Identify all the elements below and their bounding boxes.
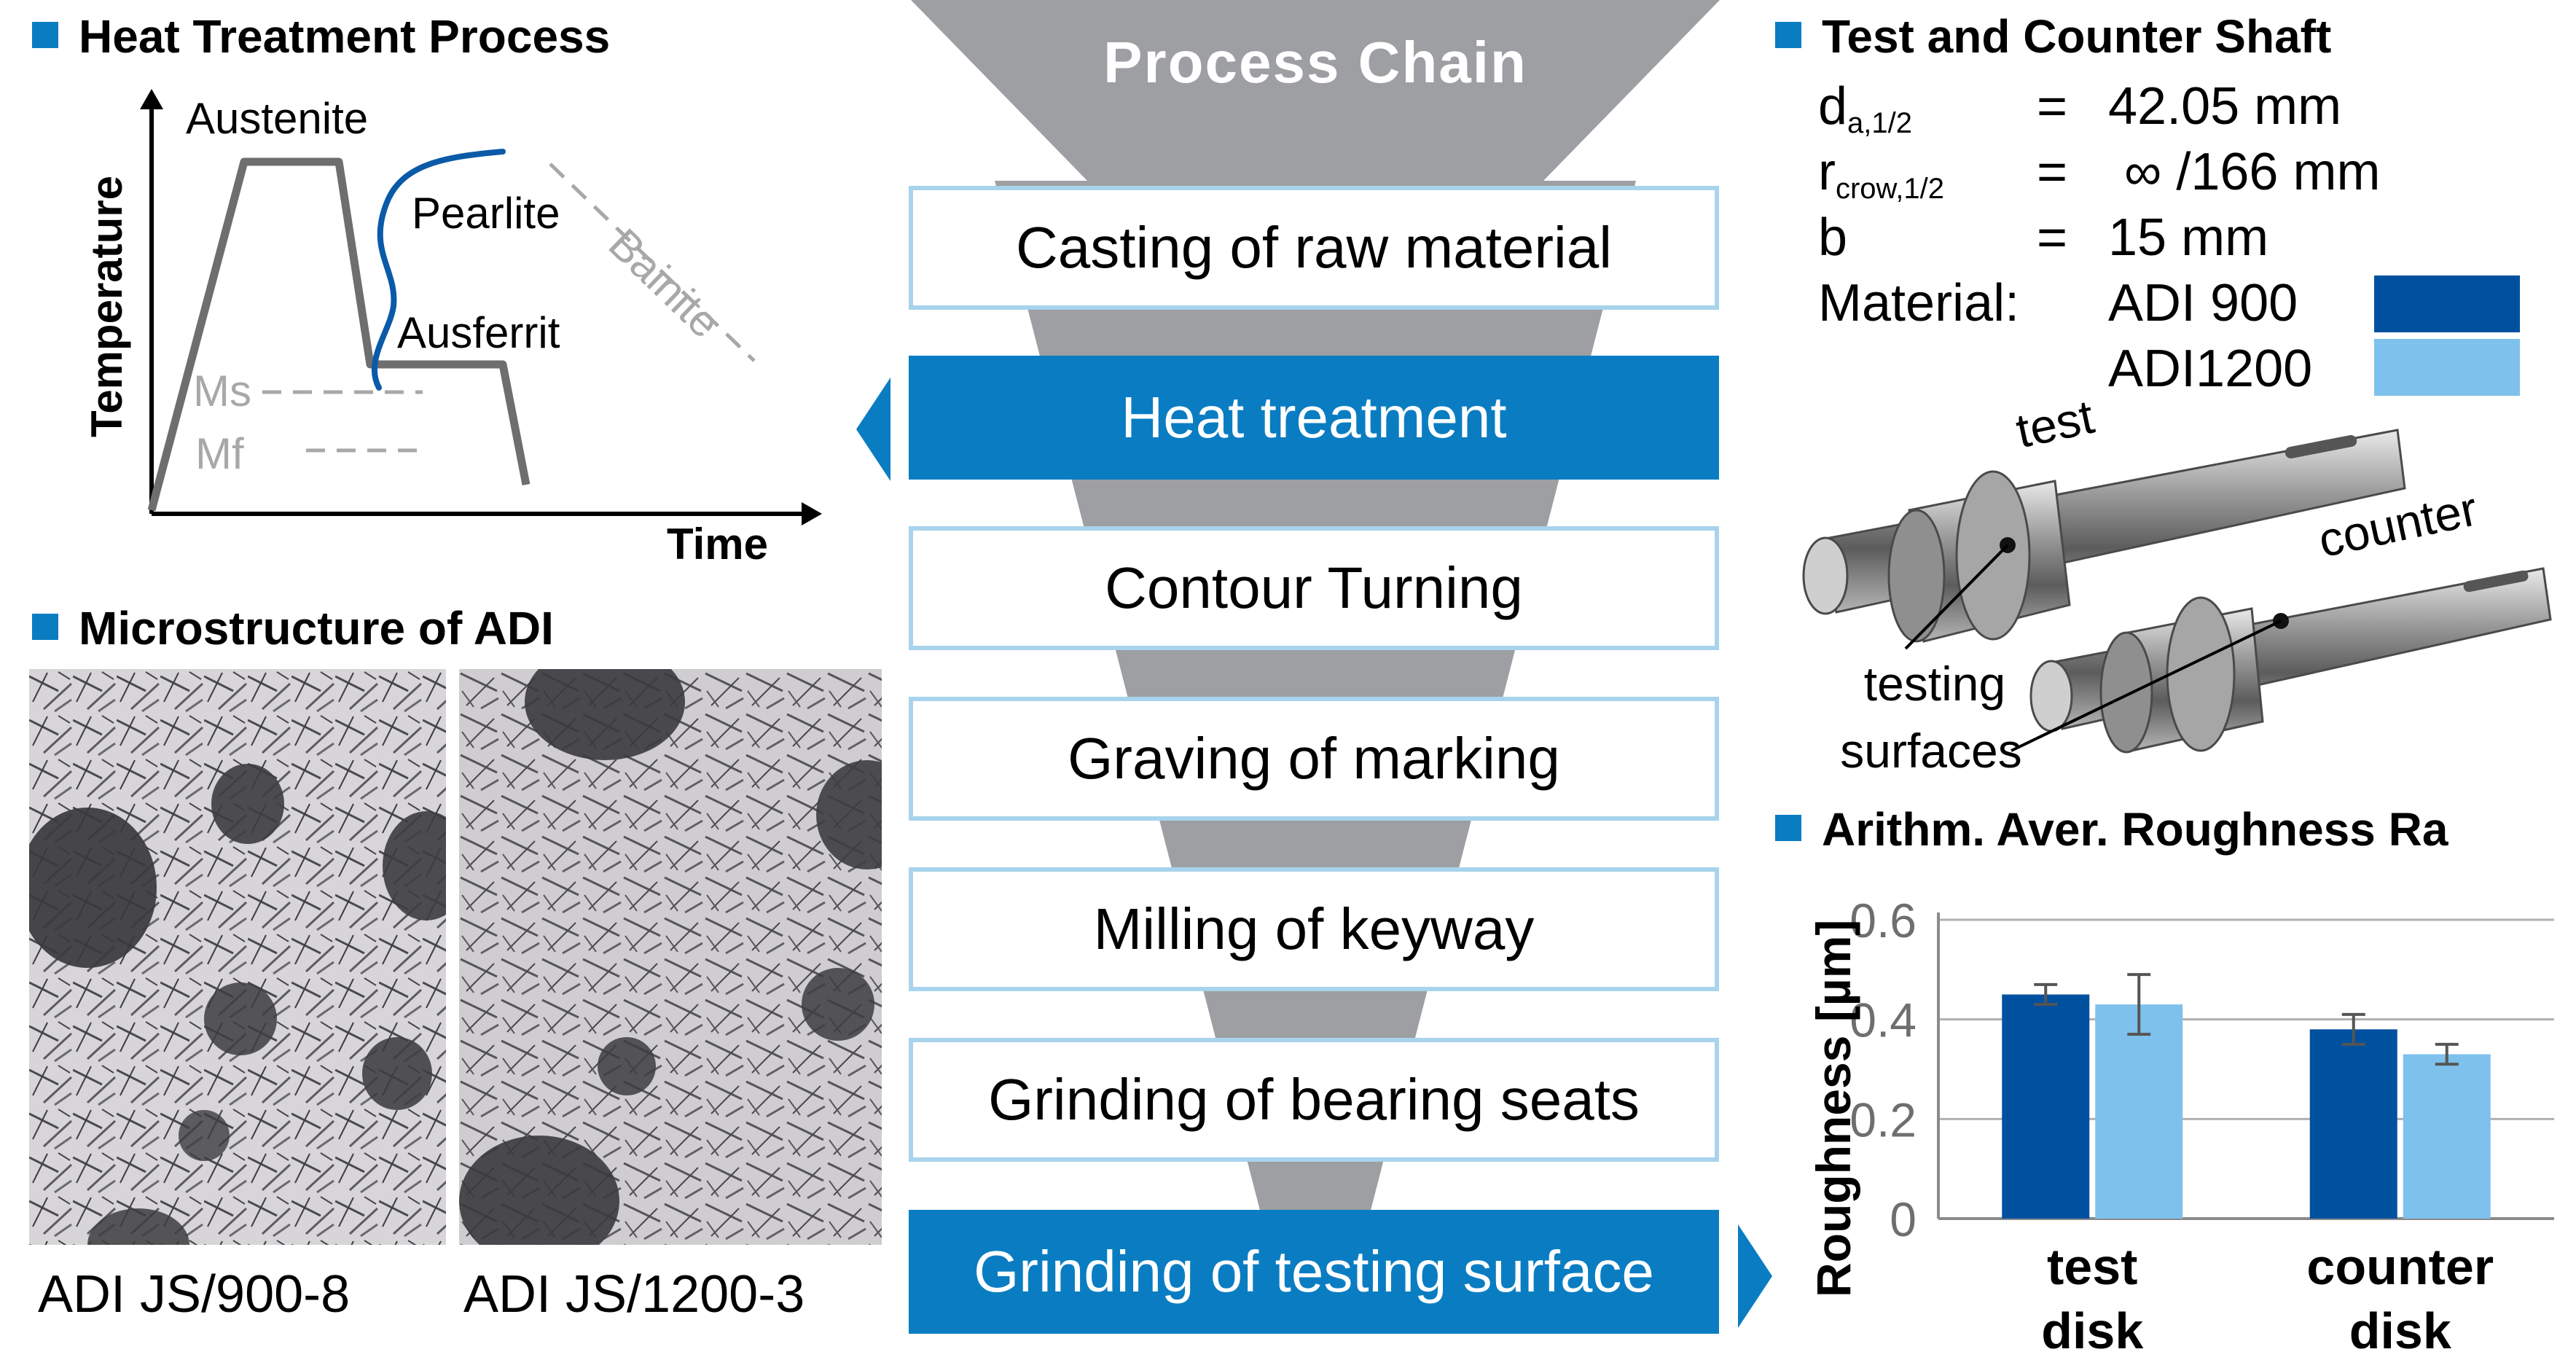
step-contour-turning: Contour Turning: [909, 526, 1719, 650]
graphite-nodule: [29, 808, 157, 968]
step-graving: Graving of marking: [909, 697, 1719, 821]
graphite-nodule: [816, 760, 882, 869]
mf-label: Mf: [195, 429, 244, 478]
graphite-nodule: [459, 1136, 619, 1245]
spec-b-eq: =: [2037, 208, 2068, 267]
spec-rcrow-symbol: rcrow,1/2: [1818, 143, 1944, 205]
bar-adi900: [2002, 994, 2090, 1219]
bainite-dashed-line: [549, 163, 756, 362]
spec-da-eq: =: [2037, 77, 2068, 136]
test-shaft: [1802, 429, 2406, 643]
process-chain-title: Process Chain: [1103, 30, 1527, 95]
test-shaft-collar: [1955, 470, 2031, 641]
y-tick-label: 0.2: [1849, 1093, 1917, 1146]
keyway: [2463, 570, 2529, 593]
graphite-nodule: [362, 1037, 432, 1110]
square-bullet-icon: [32, 614, 58, 640]
left-pointer-arrow-icon: [856, 378, 890, 481]
graphite-nodule: [87, 1208, 189, 1245]
time-axis-label: Time: [667, 520, 768, 568]
leader-line-test: [1904, 544, 2009, 650]
micrograph-adi-900: [29, 669, 446, 1245]
ms-label: Ms: [193, 367, 251, 415]
funnel-top: [911, 0, 1720, 181]
pearlite-label: Pearlite: [412, 189, 560, 238]
roughness-title: Arithm. Aver. Roughness Ra: [1775, 806, 2448, 853]
graphite-nodule: [211, 764, 284, 844]
roughness-axis-label: Roughness [µm]: [1806, 919, 1860, 1297]
spec-da-symbol: da,1/2: [1818, 77, 1913, 139]
x-category-label: disk: [2349, 1302, 2451, 1359]
microstructure-title: Microstructure of ADI: [32, 605, 554, 652]
leader-line-counter: [2011, 619, 2282, 752]
material-adi1200-label: ADI1200: [2108, 340, 2313, 398]
x-axis-arrow-icon: [802, 502, 822, 525]
spec-b-value: 15 mm: [2108, 208, 2269, 267]
y-axis-arrow-icon: [140, 89, 163, 109]
counter-shaft: [2029, 567, 2552, 754]
micrograph-caption-900: ADI JS/900-8: [38, 1265, 351, 1324]
micrograph-adi-1200: [459, 669, 882, 1245]
spec-da-value: 42.05 mm: [2108, 77, 2342, 136]
ausferrit-label: Ausferrit: [397, 308, 560, 357]
square-bullet-icon: [32, 22, 58, 48]
y-tick-label: 0.6: [1849, 894, 1917, 947]
x-category-label: test: [2047, 1238, 2137, 1295]
step-grinding-testing: Grinding of testing surface: [909, 1210, 1719, 1334]
step-heat-treatment: Heat treatment: [909, 356, 1719, 480]
spec-rcrow-value: ∞ /166 mm: [2124, 143, 2381, 201]
heat-treatment-title: Heat Treatment Process: [32, 13, 610, 60]
material-label: Material:: [1818, 274, 2020, 332]
step-milling: Milling of keyway: [909, 867, 1719, 991]
spec-rcrow-eq: =: [2037, 143, 2068, 201]
step-casting: Casting of raw material: [909, 186, 1719, 310]
keyway: [2285, 434, 2357, 459]
square-bullet-icon: [1775, 22, 1801, 48]
right-pointer-arrow-icon: [1738, 1224, 1772, 1328]
square-bullet-icon: [1775, 815, 1801, 841]
graphite-nodule: [802, 968, 874, 1041]
surfaces-label: surfaces: [1840, 724, 2022, 778]
graphite-nodule: [204, 982, 277, 1055]
micrograph-caption-1200: ADI JS/1200-3: [463, 1265, 805, 1324]
step-grinding-bearing: Grinding of bearing seats: [909, 1038, 1719, 1162]
austenite-label: Austenite: [186, 94, 369, 143]
pearlite-curve: [371, 149, 506, 391]
testing-label: testing: [1863, 657, 2006, 711]
x-category-label: disk: [2041, 1302, 2143, 1359]
legend-swatch-adi1200: [2374, 339, 2520, 396]
spec-b-symbol: b: [1818, 208, 1848, 267]
y-tick-label: 0.4: [1849, 993, 1917, 1047]
x-category-label: counter: [2306, 1238, 2494, 1295]
shaft-title: Test and Counter Shaft: [1775, 13, 2331, 60]
bar-adi900: [2309, 1029, 2397, 1219]
graphite-nodule: [525, 669, 685, 760]
bar-adi1200: [2095, 1004, 2183, 1219]
graphite-nodule: [179, 1110, 230, 1161]
graphite-nodule: [598, 1037, 656, 1095]
y-tick-label: 0: [1890, 1192, 1917, 1246]
temperature-profile-line: [147, 157, 531, 512]
graphite-nodule: [383, 811, 446, 921]
bar-adi1200: [2403, 1054, 2491, 1219]
material-adi900-label: ADI 900: [2108, 274, 2298, 332]
legend-swatch-adi900: [2374, 275, 2520, 332]
